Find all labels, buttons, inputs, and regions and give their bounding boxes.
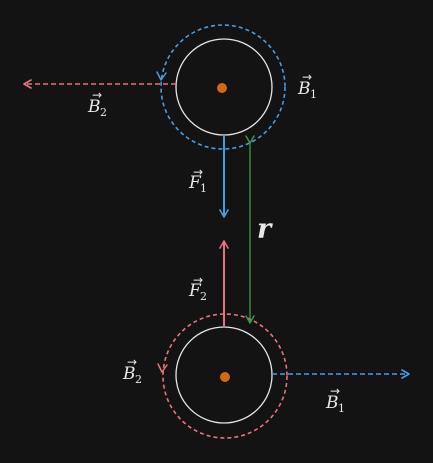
top-field-loop-b1 (160, 24, 286, 150)
vector-arrow-glyph: → (193, 165, 203, 179)
label-force-f2: → F 2 (188, 273, 207, 303)
svg-text:2: 2 (200, 290, 207, 303)
label-bottom-b2: → B 2 (122, 355, 142, 386)
bottom-field-loop-arrowhead (157, 363, 168, 373)
label-top-b2: → B 2 (87, 88, 107, 119)
top-wire-outline (175, 38, 273, 136)
vector-arrow-glyph: → (92, 88, 102, 102)
vector-arrow-glyph: → (127, 355, 137, 369)
svg-text:1: 1 (200, 182, 207, 195)
bottom-wire-outline (175, 326, 273, 424)
svg-text:1: 1 (310, 88, 317, 101)
svg-text:B: B (87, 97, 101, 117)
vector-arrow-glyph: → (330, 384, 340, 398)
svg-text:F: F (188, 173, 202, 193)
vector-arrow-glyph: → (302, 70, 312, 84)
svg-text:B: B (297, 79, 311, 99)
svg-text:F: F (188, 281, 202, 301)
bottom-field-loop-b2 (162, 313, 288, 439)
label-separation-r: r (257, 214, 273, 245)
svg-text:B: B (122, 364, 136, 384)
vector-arrow-glyph: → (193, 273, 203, 287)
top-field-loop-arrowhead (156, 71, 167, 81)
svg-text:1: 1 (338, 402, 345, 415)
label-bottom-b1: → B 1 (325, 384, 345, 415)
bottom-wire-current-dot (220, 372, 230, 382)
top-wire (156, 24, 286, 150)
top-wire-current-dot (217, 83, 227, 93)
svg-text:B: B (325, 393, 339, 413)
bottom-wire (157, 313, 288, 439)
svg-text:2: 2 (135, 373, 142, 386)
svg-text:2: 2 (100, 106, 107, 119)
label-force-f1: → F 1 (188, 165, 207, 195)
label-top-b1: → B 1 (297, 70, 317, 101)
